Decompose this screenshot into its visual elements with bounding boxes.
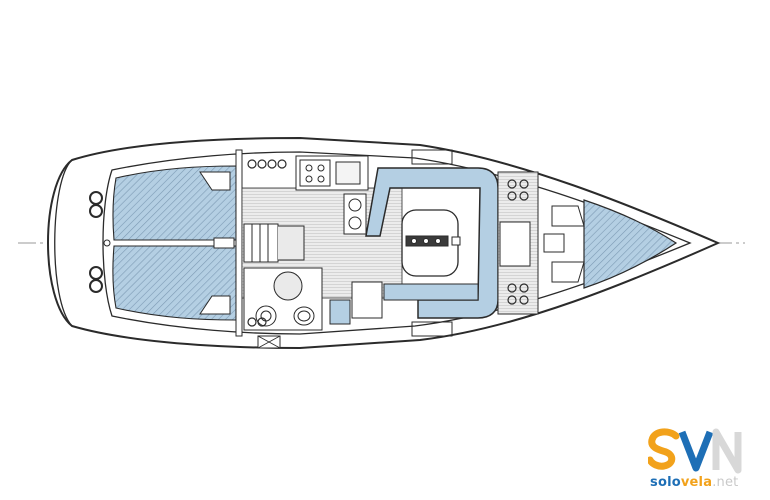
galley (295, 155, 369, 235)
forward-cabin-fittings (543, 205, 585, 283)
stern-winch-starboard (89, 266, 103, 293)
stern-transom (54, 159, 73, 327)
saloon-settee-starboard (383, 283, 479, 301)
deck-hatches (411, 149, 453, 337)
nav-seat (329, 299, 351, 325)
aft-cabin-starboard (112, 245, 237, 321)
fridge-icon (335, 161, 361, 185)
heads-compartment (243, 267, 323, 331)
logo-wordmark: solovela.net (650, 475, 738, 490)
stove-icon (299, 159, 331, 187)
nav-station (351, 281, 383, 319)
solovela-logo: solovela.net (648, 428, 748, 490)
forward-winches (507, 179, 529, 305)
companionway-stairs (243, 223, 305, 263)
stern-winch-port (89, 191, 103, 218)
steering-pivot (103, 239, 111, 247)
chart-table-instruments (405, 235, 461, 247)
forward-cabin (583, 199, 678, 289)
svn-logo-mark (648, 428, 742, 474)
logo-word-vela: vela (680, 475, 713, 490)
aft-bulkhead (235, 149, 243, 337)
logo-word-net: .net (712, 475, 739, 490)
shower-icon (273, 271, 303, 301)
forward-door (499, 221, 531, 267)
sink-icon (348, 198, 362, 212)
cockpit-winches (247, 159, 287, 327)
aft-cabin-fittings (199, 171, 235, 315)
logo-word-solo: solo (650, 475, 681, 490)
